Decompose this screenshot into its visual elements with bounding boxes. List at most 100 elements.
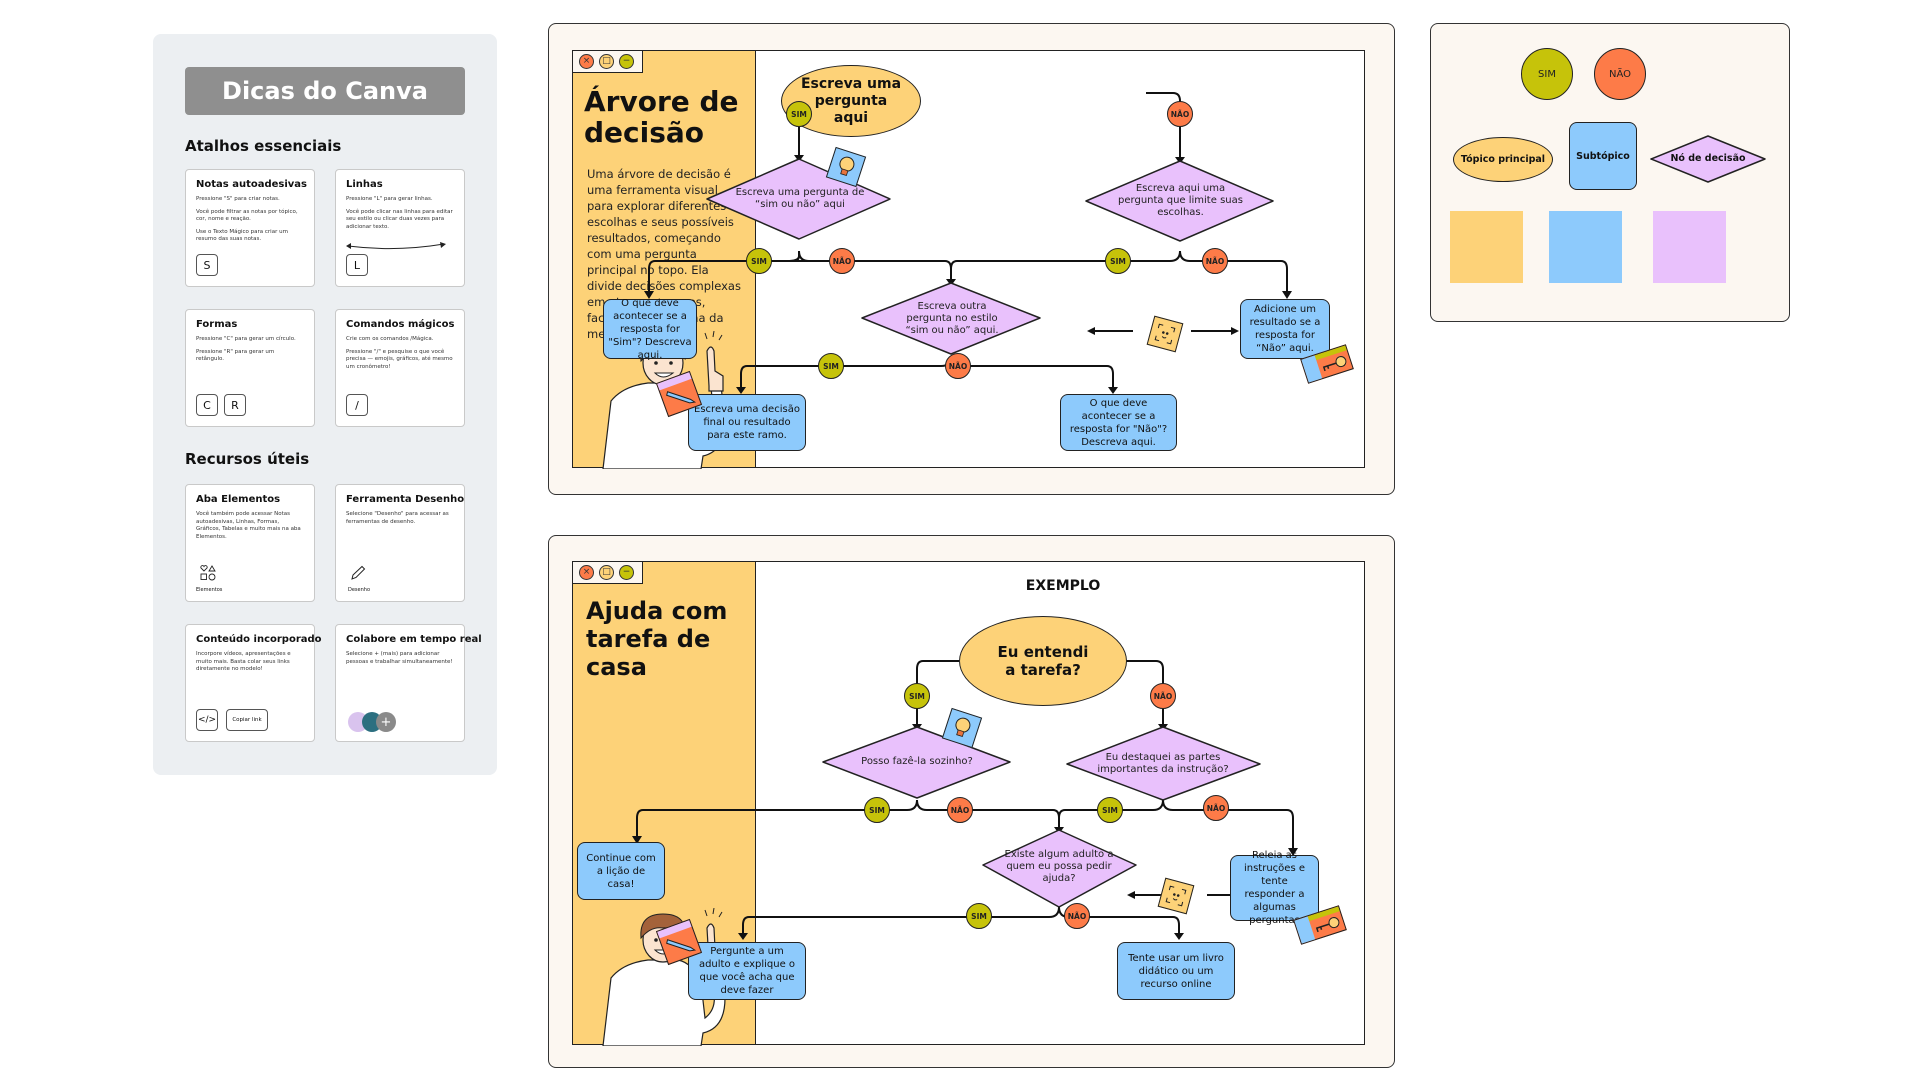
tip-card-collaborate[interactable]: Colabore em tempo real Selecione + (mais… — [335, 624, 482, 742]
shortcut-key-l: L — [346, 254, 368, 276]
card-text: Pressione "L" para gerar linhas. — [346, 196, 433, 202]
close-icon[interactable]: × — [579, 565, 594, 580]
close-icon[interactable]: × — [579, 54, 594, 69]
face-scan-sticker-icon[interactable] — [1146, 315, 1184, 353]
legend-subtopic[interactable]: Subtópico — [1569, 122, 1637, 190]
key-sticker-icon[interactable] — [1300, 344, 1354, 384]
legend-main-topic[interactable]: Tópico principal — [1453, 137, 1553, 182]
tip-card-sticky-notes[interactable]: Notas autoadesivas Pressione "S" para cr… — [185, 169, 315, 287]
outcome-bottom-left-box[interactable]: Escreva uma decisão final ou resultado p… — [688, 394, 806, 451]
legend-yes-circle[interactable]: SIM — [1521, 48, 1573, 100]
card-text: Você pode filtrar as notas por tópico, c… — [196, 208, 298, 223]
sticky-note-purple[interactable] — [1653, 211, 1726, 283]
decision-center-text[interactable]: Existe algum adulto a quem eu possa pedi… — [1004, 849, 1114, 884]
yes-label: SIM — [818, 353, 844, 379]
example-connectors — [632, 660, 1298, 940]
tips-title: Dicas do Canva — [185, 67, 465, 115]
card-text: Incorpore vídeos, apresentações e muito … — [196, 651, 291, 672]
connector-line — [950, 355, 1114, 391]
section-useful-resources: Recursos úteis — [185, 450, 310, 468]
template-title: Árvore de decisão — [584, 85, 739, 149]
draw-label: Desenho — [348, 587, 371, 593]
card-title: Colabore em tempo real — [346, 634, 482, 645]
outcome-left-box[interactable]: O que deve acontecer se a resposta for "… — [603, 298, 697, 361]
shortcut-key-r: R — [224, 394, 246, 416]
card-text: Selecione + (mais) para adicionar pessoa… — [346, 651, 453, 665]
decision-left-text[interactable]: Escreva uma pergunta de “sim ou não” aqu… — [735, 187, 865, 210]
card-title: Comandos mágicos — [346, 319, 455, 330]
card-text: Selecione "Desenho" para acessar as ferr… — [346, 511, 449, 525]
yes-label: SIM — [904, 683, 930, 709]
connector-line — [740, 355, 952, 391]
no-label: NÃO — [1202, 248, 1228, 274]
card-text: Pressione "/" e pesquise o que você prec… — [346, 348, 453, 370]
outcome-right-box[interactable]: Adicione um resultado se a resposta for … — [1240, 299, 1330, 359]
yes-label: SIM — [1105, 248, 1131, 274]
copy-link-button[interactable]: Copiar link — [226, 709, 268, 731]
tip-card-embedded-content[interactable]: Conteúdo incorporado Incorpore vídeos, a… — [185, 624, 322, 742]
outcome-bottom-right-box[interactable]: Tente usar um livro didático ou um recur… — [1117, 942, 1235, 1000]
key-sticker-icon[interactable] — [1293, 905, 1347, 945]
card-title: Notas autoadesivas — [196, 179, 308, 190]
connector-line — [1162, 799, 1294, 852]
no-label: NÃO — [1203, 795, 1229, 821]
card-text: Você pode clicar nas linhas para editar … — [346, 208, 453, 230]
card-text: Pressione "C" para gerar um círculo. — [196, 336, 296, 342]
decision-diamond — [982, 829, 1137, 908]
no-label: NÃO — [829, 248, 855, 274]
template-sidebar: × □ − Árvore de decisão Uma árvore de de… — [573, 51, 756, 469]
connector-line — [950, 250, 1181, 270]
pencil-sticker-icon[interactable] — [655, 918, 703, 966]
minimize-icon[interactable]: − — [619, 54, 634, 69]
connector-line — [916, 799, 1060, 830]
card-text: Pressione "S" para criar notas. — [196, 196, 280, 202]
card-title: Ferramenta Desenho — [346, 494, 465, 505]
tip-card-elements-tab[interactable]: Aba Elementos Você também pode acessar N… — [185, 484, 315, 602]
window-controls: × □ − — [573, 562, 643, 584]
legend-no-circle[interactable]: NÃO — [1594, 48, 1646, 100]
outcome-bottom-right-box[interactable]: O que deve acontecer se a resposta for "… — [1060, 394, 1177, 451]
line-example-icon — [346, 242, 446, 250]
decision-left-text[interactable]: Posso fazê-la sozinho? — [861, 756, 973, 767]
legend-panel: SIM NÃO Tópico principal Subtópico Nó de… — [1430, 23, 1790, 322]
pencil-sticker-icon[interactable] — [655, 370, 703, 418]
minimize-icon[interactable]: − — [619, 565, 634, 580]
tip-card-draw-tool[interactable]: Ferramenta Desenho Selecione "Desenho" p… — [335, 484, 465, 602]
maximize-icon[interactable]: □ — [599, 565, 614, 580]
lightbulb-sticker-icon[interactable] — [941, 707, 983, 749]
maximize-icon[interactable]: □ — [599, 54, 614, 69]
shortcut-key-s: S — [196, 254, 218, 276]
connector-line — [1179, 250, 1288, 296]
card-text: Você também pode acessar Notas autoadesi… — [196, 511, 301, 540]
shortcut-key-slash: / — [346, 394, 368, 416]
card-title: Aba Elementos — [196, 494, 281, 505]
connector-line — [798, 250, 952, 283]
decision-right-text[interactable]: Escreva aqui uma pergunta que limite sua… — [1118, 183, 1243, 218]
connector-line — [636, 799, 918, 840]
no-label: NÃO — [1167, 101, 1193, 127]
card-text: Pressione "R" para gerar um retângulo. — [196, 348, 275, 363]
outcome-left-box[interactable]: Continue com a lição de casa! — [577, 842, 665, 900]
tip-card-lines[interactable]: Linhas Pressione "L" para gerar linhas. … — [335, 169, 465, 287]
example-heading: EXEMPLO — [1025, 578, 1101, 594]
no-label: NÃO — [945, 353, 971, 379]
no-label: NÃO — [947, 797, 973, 823]
card-title: Linhas — [346, 179, 383, 190]
outcome-bottom-left-box[interactable]: Pergunte a um adulto e explique o que vo… — [688, 942, 806, 1000]
legend-decision-label: Nó de decisão — [1670, 153, 1746, 164]
sticky-note-yellow[interactable] — [1450, 211, 1523, 283]
connector-line — [1146, 92, 1181, 161]
outcome-right-box[interactable]: Releia as instruções e tente responder a… — [1230, 850, 1319, 926]
tip-card-shapes[interactable]: Formas Pressione "C" para gerar um círcu… — [185, 309, 315, 427]
lightbulb-sticker-icon[interactable] — [825, 146, 867, 188]
sticky-note-blue[interactable] — [1549, 211, 1622, 283]
decision-right-text[interactable]: Eu destaquei as partes importantes da in… — [1097, 752, 1229, 775]
root-question-ellipse[interactable]: Eu entendi a tarefa? — [959, 616, 1127, 706]
tip-card-magic-commands[interactable]: Comandos mágicos Crie com os comandos /M… — [335, 309, 465, 427]
legend-decision-diamond[interactable] — [1649, 135, 1767, 183]
add-person-button[interactable]: + — [376, 712, 396, 732]
connector-line — [1123, 660, 1164, 727]
decision-center-text[interactable]: Escreva outra pergunta no estilo “sim ou… — [905, 300, 999, 336]
face-scan-sticker-icon[interactable] — [1157, 877, 1195, 915]
embed-code-icon: </> — [196, 709, 218, 731]
